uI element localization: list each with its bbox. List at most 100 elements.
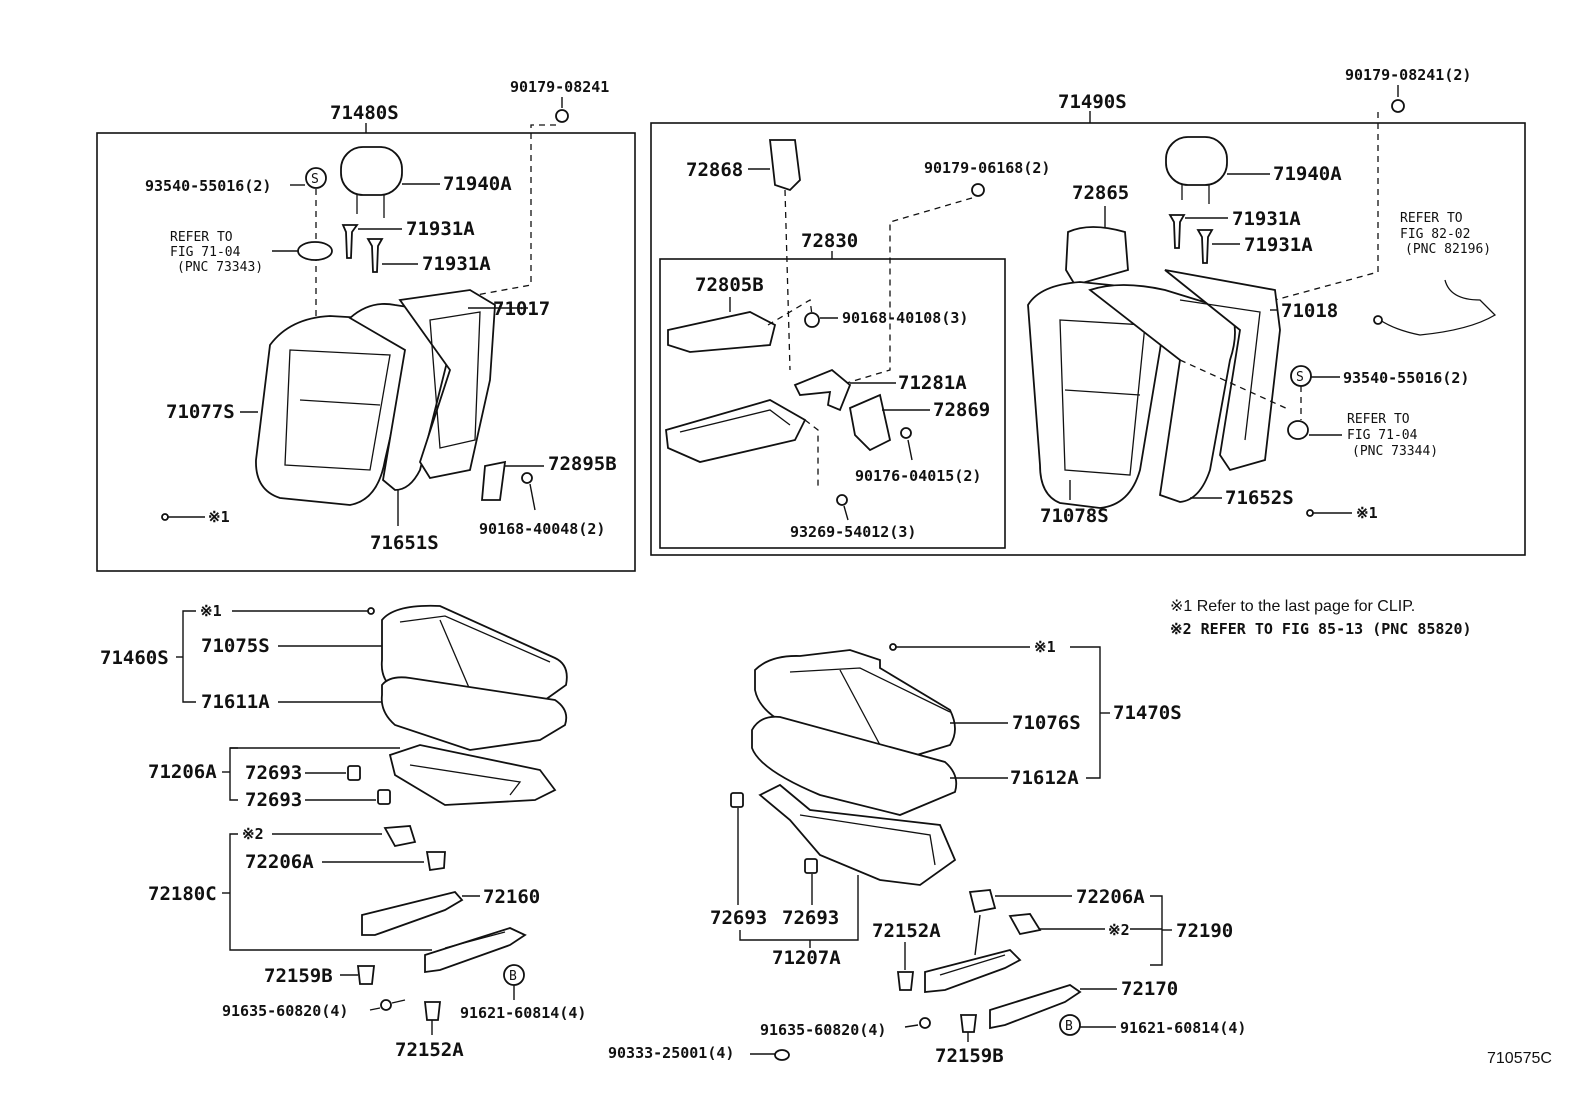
refer-pnc-label-right: (PNC 82196) [1405,242,1491,257]
part-label-71480S[interactable]: 71480S [330,102,399,124]
trim-cover-icon [297,241,333,261]
part-label-72159B-left[interactable]: 72159B [264,965,333,987]
part-label-71470S[interactable]: 71470S [1113,702,1182,724]
part-label-71931A-right-2[interactable]: 71931A [1244,234,1313,256]
part-label-72693-c[interactable]: 72693 [710,907,767,929]
cover-icon [356,965,376,985]
seatback-cover-icon [1027,281,1164,509]
refer-fig-label-left[interactable]: FIG 71-04 [170,245,241,260]
part-label-71940A-left[interactable]: 71940A [443,173,512,195]
lever-icon [1008,913,1042,936]
part-label-90168-40048[interactable]: 90168-40048(2) [479,520,605,538]
note-refer-fig-85-13[interactable]: ※2 REFER TO FIG 85-13 (PNC 85820) [1170,620,1472,638]
part-label-71940A-right[interactable]: 71940A [1273,163,1342,185]
part-label-72868[interactable]: 72868 [686,159,743,181]
part-label-90179-08241[interactable]: 90179-08241 [510,78,609,96]
refer-fig-label-right-2[interactable]: FIG 71-04 [1347,428,1418,443]
wire-harness-icon [1379,279,1497,336]
part-label-90168-40108[interactable]: 90168-40108(3) [842,309,968,327]
part-label-91635-60820-right[interactable]: 91635-60820(4) [760,1021,886,1039]
part-label-72190[interactable]: 72190 [1176,920,1233,942]
part-label-90333-25001[interactable]: 90333-25001(4) [608,1044,734,1062]
part-label-72159B-right[interactable]: 72159B [935,1045,1004,1067]
headrest-support-icon [1196,229,1214,264]
clip-72693-icon [377,789,391,805]
screw-s-icon [305,167,327,189]
headrest-support-icon [341,224,359,259]
refer-to-label-right-2[interactable]: REFER TO [1347,412,1410,427]
part-label-93269-54012[interactable]: 93269-54012(3) [790,523,916,541]
part-label-71018[interactable]: 71018 [1281,300,1338,322]
part-label-91621-60814-right[interactable]: 91621-60814(4) [1120,1019,1246,1037]
seat-track-lower-icon [989,984,1082,1030]
part-label-91621-60814-left[interactable]: 91621-60814(4) [460,1004,586,1022]
refer-pnc-label-right-2: (PNC 73344) [1352,444,1438,459]
part-label-71075S[interactable]: 71075S [201,635,270,657]
clip-ref-bottom-left[interactable]: ※1 [200,602,222,620]
part-label-72895B[interactable]: 72895B [548,453,617,475]
part-label-91635-60820-left[interactable]: 91635-60820(4) [222,1002,348,1020]
cover-icon [896,971,915,991]
part-label-71460S[interactable]: 71460S [100,647,169,669]
refer-fig-label-right[interactable]: FIG 82-02 [1400,227,1470,242]
armrest-body-icon [665,399,807,463]
clip-icon [774,1049,790,1061]
adjuster-icon [968,889,997,914]
part-label-72180C[interactable]: 72180C [148,883,217,905]
ref2-left[interactable]: ※2 [242,825,264,843]
part-label-90179-08241-right[interactable]: 90179-08241(2) [1345,66,1471,84]
part-label-72152A-left[interactable]: 72152A [395,1039,464,1061]
clip-ref-right[interactable]: ※1 [1356,504,1378,522]
cover-icon [423,1001,442,1021]
armrest-cover-icon [667,311,777,353]
clip-ref-bottom-right[interactable]: ※1 [1034,638,1056,656]
armrest-hinge-icon [793,368,852,412]
part-label-72805B[interactable]: 72805B [695,274,764,296]
part-label-72865[interactable]: 72865 [1072,182,1129,204]
part-label-72206A-left[interactable]: 72206A [245,851,314,873]
part-label-71077S[interactable]: 71077S [166,401,235,423]
bolt-icon [380,999,392,1011]
clip-ref-left[interactable]: ※1 [208,508,230,526]
clip-72693-icon [347,765,361,781]
part-label-71931A-right-1[interactable]: 71931A [1232,208,1301,230]
part-label-71207A[interactable]: 71207A [772,947,841,969]
part-label-72830[interactable]: 72830 [801,230,858,252]
part-label-90179-06168[interactable]: 90179-06168(2) [924,159,1050,177]
part-label-93540-55016-right[interactable]: 93540-55016(2) [1343,369,1469,387]
part-label-71281A[interactable]: 71281A [898,372,967,394]
part-label-72206A-right[interactable]: 72206A [1076,886,1145,908]
part-label-71651S[interactable]: 71651S [370,532,439,554]
seat-cushion-cover-icon [754,649,956,761]
part-label-71017[interactable]: 71017 [493,298,550,320]
part-label-72170[interactable]: 72170 [1121,978,1178,1000]
part-label-93540-55016-left[interactable]: 93540-55016(2) [145,177,271,195]
nut-icon [1391,99,1405,113]
diagram-code: 710575C [1487,1050,1552,1067]
part-label-72160[interactable]: 72160 [483,886,540,908]
rear-seatback-group-box [650,122,1526,556]
refer-to-label-right[interactable]: REFER TO [1400,211,1463,226]
part-label-72693-b[interactable]: 72693 [245,789,302,811]
part-label-71078S[interactable]: 71078S [1040,505,1109,527]
part-label-72869[interactable]: 72869 [933,399,990,421]
part-label-71931A-left-1[interactable]: 71931A [406,218,475,240]
part-label-72693-d[interactable]: 72693 [782,907,839,929]
part-label-71206A[interactable]: 71206A [148,761,217,783]
part-label-71931A-left-2[interactable]: 71931A [422,253,491,275]
refer-to-label-left[interactable]: REFER TO [170,230,233,245]
cover-icon [959,1014,978,1033]
seatback-frame-icon [1164,269,1281,472]
bracket-icon [768,139,801,192]
part-label-72693-a[interactable]: 72693 [245,762,302,784]
part-label-71611A[interactable]: 71611A [201,691,270,713]
seat-cushion-frame-icon [758,783,957,886]
part-label-71652S[interactable]: 71652S [1225,487,1294,509]
ref2-right[interactable]: ※2 [1108,921,1130,939]
part-label-71612A[interactable]: 71612A [1010,767,1079,789]
part-label-71076S[interactable]: 71076S [1012,712,1081,734]
part-label-72152A-right[interactable]: 72152A [872,920,941,942]
part-label-71490S[interactable]: 71490S [1058,91,1127,113]
part-label-90176-04015[interactable]: 90176-04015(2) [855,467,981,485]
